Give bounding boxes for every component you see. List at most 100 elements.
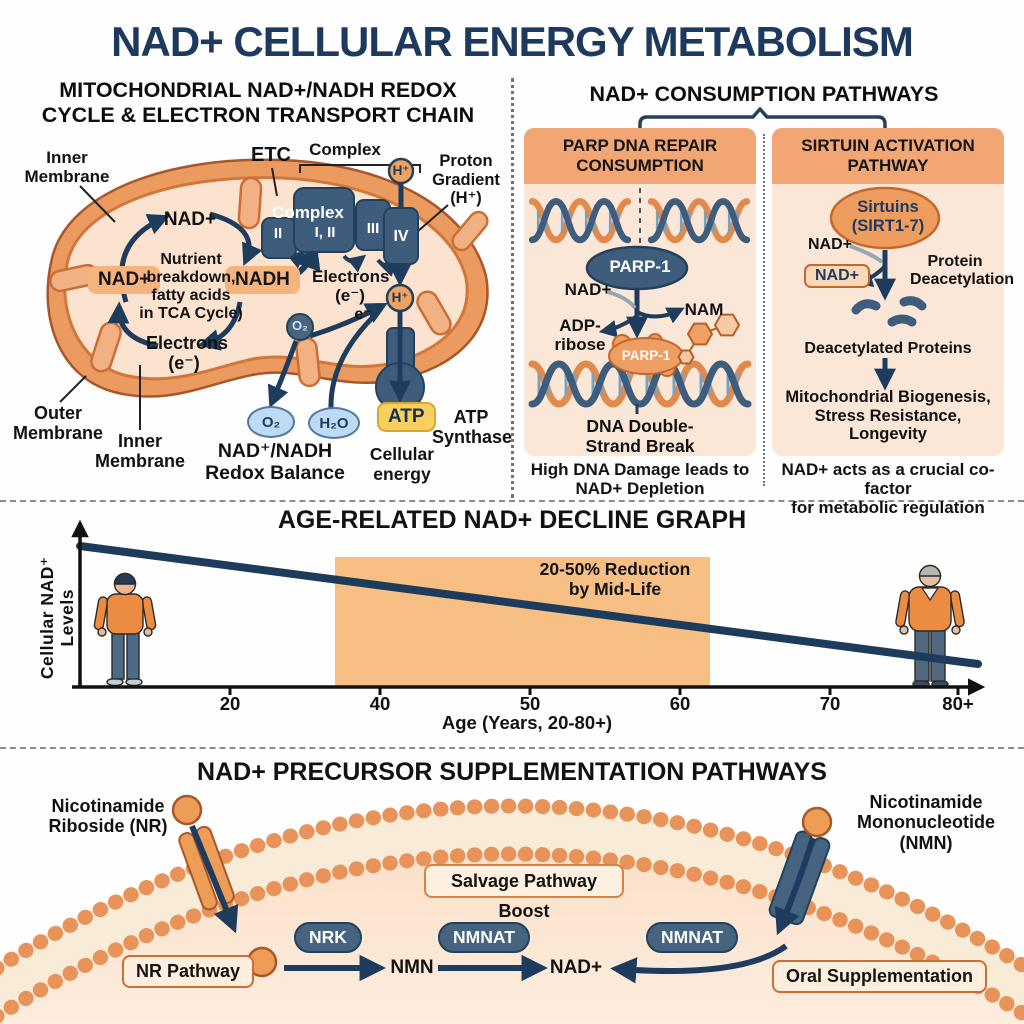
tick-70: 70 xyxy=(819,693,841,714)
tick-50: 50 xyxy=(519,693,541,714)
nad-input-curve xyxy=(607,290,637,310)
parp-footnote: High DNA Damage leads to NAD+ Depletion xyxy=(530,460,750,499)
complex-i-ii-label: I, II xyxy=(314,224,336,241)
midlife-annotation: 20-50% Reduction by Mid-Life xyxy=(539,559,691,599)
cellular-energy-label: Cellular energy xyxy=(369,444,435,484)
nad-plus-top-label: NAD+ xyxy=(163,209,217,230)
nr-pathway-badge: NR Pathway xyxy=(122,955,255,988)
atp-synthase-label: ATP Synthase xyxy=(432,407,513,448)
nmn-label: Nicotinamide Mononucleotide (NMN) xyxy=(857,792,995,853)
electrons-cycle-label: Electrons (e⁻) xyxy=(146,333,229,374)
o2-released-badge: O₂ xyxy=(247,406,295,438)
top-vertical-divider xyxy=(511,78,514,498)
parp1-active-label: PARP-1 xyxy=(621,348,671,363)
consumption-heading: NAD+ CONSUMPTION PATHWAYS xyxy=(589,82,939,106)
parp-panel-header: PARP DNA REPAIR CONSUMPTION xyxy=(524,128,756,184)
nam-branch-arrow xyxy=(636,307,685,324)
x-axis-ticks xyxy=(228,687,960,695)
dna-break-label: DNA Double- Strand Break xyxy=(585,416,695,456)
complex-ii-label: II xyxy=(273,225,283,242)
page-title: NAD+ CELLULAR ENERGY METABOLISM xyxy=(111,18,914,65)
h-plus-mid-label: H⁺ xyxy=(391,290,409,305)
sirt-nad-input-curve xyxy=(849,244,884,264)
adp-ribose-branch-arrow xyxy=(598,314,639,338)
redox-cycle-arrows xyxy=(107,211,263,351)
supplement-heading: NAD+ PRECURSOR SUPPLEMENTATION PATHWAYS xyxy=(197,758,827,786)
older-person-figure xyxy=(895,564,965,689)
graph-heading: AGE-RELATED NAD+ DECLINE GRAPH xyxy=(277,506,747,534)
complex-iii-label: III xyxy=(366,220,380,237)
deacetylated-proteins-label: Deacetylated Proteins xyxy=(804,340,972,357)
inner-membrane-bottom-label: Inner Membrane xyxy=(94,431,186,472)
divider-graph-bottom xyxy=(0,747,1024,749)
nr-transporter-channel xyxy=(178,825,235,911)
decline-graph xyxy=(71,519,986,696)
supplement-arrows xyxy=(189,824,816,984)
parp-panel-art xyxy=(524,188,756,414)
adp-ribose-label: ADP- ribose xyxy=(554,316,606,355)
lipid-bilayer-membrane xyxy=(0,798,1024,1024)
atp-badge: ATP xyxy=(377,402,436,432)
nad-plus-badge: NAD+ xyxy=(88,266,161,294)
h2o-badge: H₂O xyxy=(308,407,360,439)
nmn-molecule-circle xyxy=(801,806,833,838)
e-minus-label: e⁻ xyxy=(354,306,372,323)
nr-molecule-circle xyxy=(171,794,203,826)
deacetylation-label: Protein Deacetylation xyxy=(910,253,1015,289)
complex-box-label: Complex xyxy=(272,203,344,222)
parp-panel: PARP DNA REPAIR CONSUMPTION xyxy=(524,128,756,456)
oral-supplementation-badge: Oral Supplementation xyxy=(772,960,988,993)
complex-iv-label: IV xyxy=(393,228,409,245)
sirt-nad-label: NAD+ xyxy=(807,236,852,253)
outer-membrane-label: Outer Membrane xyxy=(12,403,104,444)
redox-balance-label: NAD⁺/NADH Redox Balance xyxy=(205,440,345,485)
panel-divider xyxy=(763,134,765,486)
nad-decline-line xyxy=(76,542,982,668)
h-plus-top-label: H⁺ xyxy=(392,163,410,178)
proton-gradient-label: Proton Gradient (H⁺) xyxy=(432,152,500,208)
consumption-bracket xyxy=(638,107,887,133)
sirtuins-enzyme-shape xyxy=(829,186,941,250)
nmn-text: NMN xyxy=(390,957,434,978)
divider-graph-top xyxy=(0,500,1024,502)
sirt-nad-badge: NAD+ xyxy=(804,264,871,288)
proton-circle-top xyxy=(387,157,415,185)
salvage-pathway-box: Salvage Pathway Boost xyxy=(424,864,624,921)
etc-label: ETC xyxy=(251,144,291,166)
graph-xlabel: Age (Years, 20-80+) xyxy=(441,712,613,733)
deacetylated-protein-beans xyxy=(851,296,927,327)
nam-label: NAM xyxy=(684,300,724,319)
sirtuin-footnote: NAD+ acts as a crucial co-factor for met… xyxy=(781,460,995,518)
proton-circle-mid xyxy=(385,283,415,313)
etc-complexes xyxy=(261,187,419,265)
young-person-figure xyxy=(93,572,157,687)
tick-60: 60 xyxy=(669,693,691,714)
sirtuins-label: Sirtuins (SIRT1-7) xyxy=(851,198,925,235)
inner-membrane-top-label: Inner Membrane xyxy=(24,148,110,187)
parp-nad-label: NAD+ xyxy=(564,280,612,299)
sirtuin-panel-header: SIRTUIN ACTIVATION PATHWAY xyxy=(772,128,1004,184)
nmnat-badge-2: NMNAT xyxy=(646,922,738,953)
tick-20: 20 xyxy=(219,693,241,714)
nr-label: Nicotinamide Riboside (NR) xyxy=(48,796,168,837)
o2-matrix-label: O₂ xyxy=(292,318,308,333)
nam-hexagons xyxy=(677,313,741,365)
sirtuin-panel-art xyxy=(829,186,941,391)
graph-ylabel: Cellular NAD⁺ Levels xyxy=(37,556,77,680)
oxygen-circle-matrix xyxy=(286,313,314,341)
parp1-active-blob xyxy=(608,333,684,377)
sirtuin-panel: SIRTUIN ACTIVATION PATHWAY Sirtuins (SIR… xyxy=(772,128,1015,456)
tick-40: 40 xyxy=(369,693,391,714)
nrk-badge: NRK xyxy=(294,922,362,953)
electron-flow-arrows xyxy=(267,264,412,409)
electrons-etc-label: Electrons (e⁻) xyxy=(312,267,390,306)
parp1-label: PARP-1 xyxy=(609,257,671,276)
nadh-badge: NADH xyxy=(225,266,300,294)
tick-80: 80+ xyxy=(942,693,974,714)
tca-cycle-label: Nutrient breakdown, fatty acids in TCA C… xyxy=(139,251,243,323)
sirt-outcomes-label: Mitochondrial Biogenesis, Stress Resista… xyxy=(785,388,991,444)
nad-text: NAD+ xyxy=(549,957,603,978)
cristae-folds xyxy=(49,176,489,388)
nmnat-badge-1: NMNAT xyxy=(438,922,530,953)
